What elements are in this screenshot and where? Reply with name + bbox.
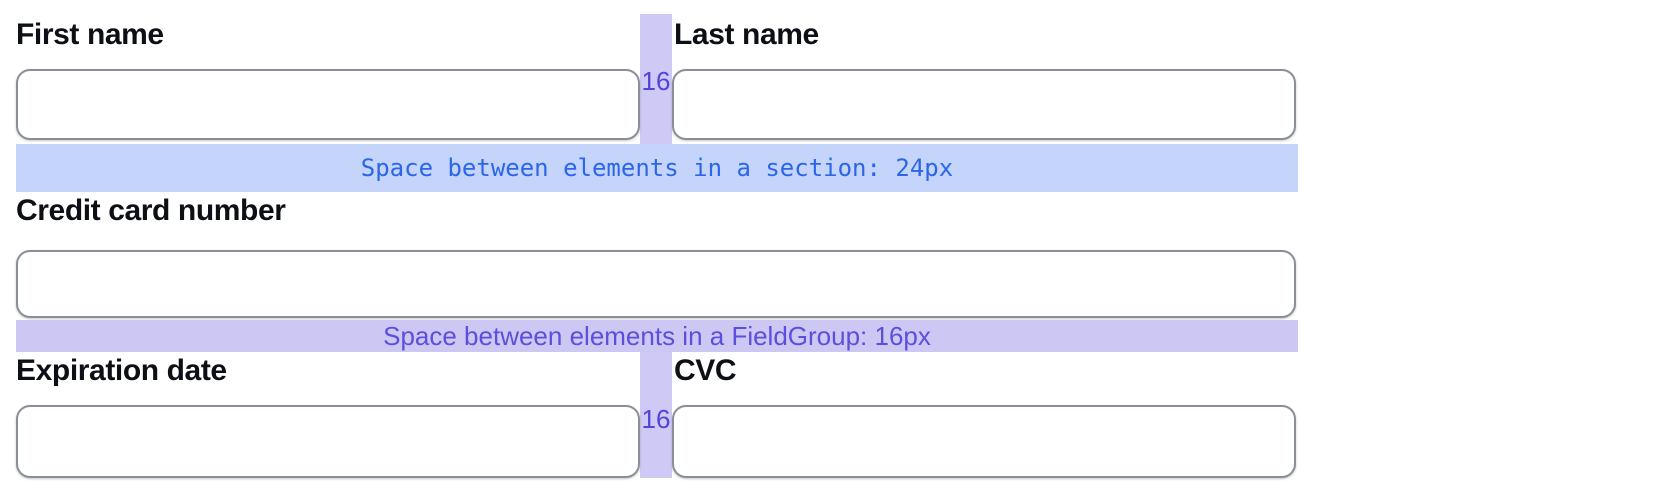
- fieldgroup-spacing-band: Space between elements in a FieldGroup: …: [16, 320, 1298, 352]
- credit-card-number-input[interactable]: [16, 250, 1296, 318]
- gap-size-annotation-row3: 16: [641, 404, 671, 434]
- cvc-label: CVC: [674, 354, 737, 387]
- section-spacing-annotation: Space between elements in a section: 24p…: [360, 154, 954, 182]
- last-name-input[interactable]: [672, 69, 1296, 140]
- credit-card-number-label: Credit card number: [16, 194, 286, 227]
- section-spacing-band: Space between elements in a section: 24p…: [16, 144, 1298, 192]
- first-name-label: First name: [16, 18, 164, 51]
- fieldgroup-gap-highlight-row3: [640, 352, 672, 478]
- expiration-date-label: Expiration date: [16, 354, 227, 387]
- first-name-input[interactable]: [16, 69, 640, 140]
- fieldgroup-spacing-annotation: Space between elements in a FieldGroup: …: [383, 320, 931, 351]
- expiration-date-input[interactable]: [16, 405, 640, 478]
- last-name-label: Last name: [674, 18, 819, 51]
- cvc-input[interactable]: [672, 405, 1296, 478]
- fieldgroup-gap-highlight-row1: [640, 14, 672, 144]
- gap-size-annotation-row1: 16: [641, 66, 671, 96]
